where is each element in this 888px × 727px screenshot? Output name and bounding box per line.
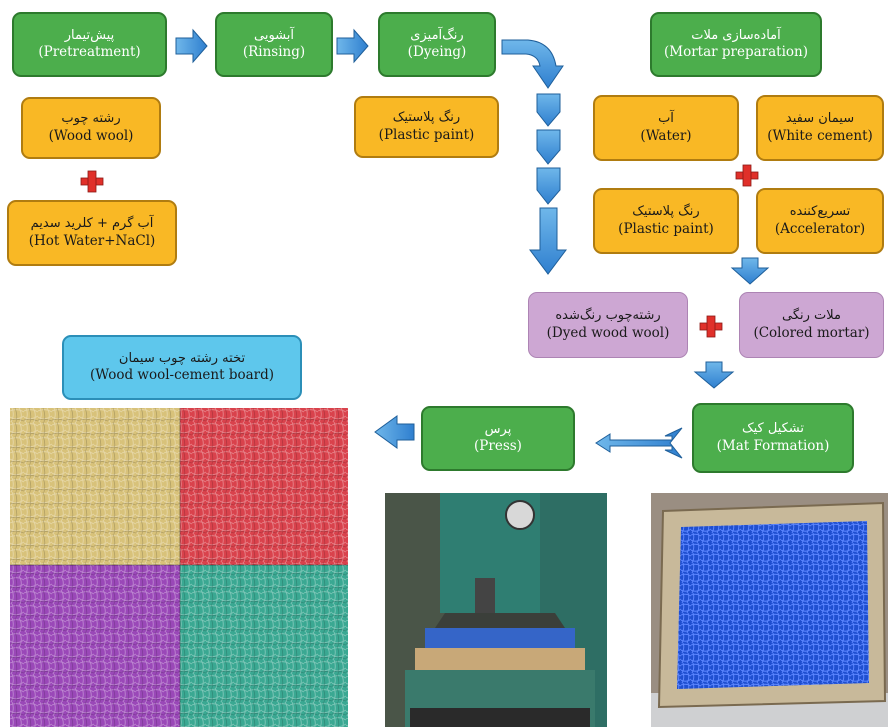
plus-icon-combine <box>699 315 723 338</box>
plastic-paint-dye-label-en: (Plastic paint) <box>378 126 475 143</box>
board-photo-image <box>10 408 348 727</box>
mortar-preparation-box: آماده‌سازی ملات (Mortar preparation) <box>650 12 822 77</box>
dyeing-box: رنگ‌آمیزی (Dyeing) <box>378 12 496 77</box>
pretreatment-label-en: (Pretreatment) <box>38 44 141 61</box>
board-photo <box>10 408 348 727</box>
chevron-down-2 <box>536 129 561 165</box>
chevron-down-3 <box>536 167 561 205</box>
white-cement-label-fa: سیمان سفید <box>785 111 855 127</box>
arrow-down-mat <box>693 361 735 389</box>
arrow-down-main <box>529 207 567 275</box>
mortar-preparation-label-fa: آماده‌سازی ملات <box>691 27 781 43</box>
water-label-fa: آب <box>658 111 674 127</box>
dyeing-label-en: (Dyeing) <box>407 44 467 61</box>
pretreatment-label-fa: پیش‌تیمار <box>64 27 115 43</box>
plastic-paint-mortar-box: رنگ پلاستیک (Plastic paint) <box>593 188 739 254</box>
hot-water-label-en: (Hot Water+NaCl) <box>28 232 156 249</box>
press-label-fa: پرس <box>484 421 512 437</box>
arrow-down-mortar <box>730 257 770 285</box>
plus-icon-mortar <box>735 164 759 187</box>
hot-water-label-fa: آب گرم + کلرید سدیم <box>30 216 154 232</box>
rinsing-label-fa: آبشویی <box>254 27 294 43</box>
wood-wool-cement-board-box: تخته رشته چوب سیمان (Wood wool-cement bo… <box>62 335 302 400</box>
arrow-right-2 <box>336 28 369 64</box>
hot-water-box: آب گرم + کلرید سدیم (Hot Water+NaCl) <box>7 200 177 266</box>
chevron-down-1 <box>536 93 561 127</box>
mortar-preparation-label-en: (Mortar preparation) <box>664 44 808 61</box>
accelerator-label-en: (Accelerator) <box>774 220 866 237</box>
mat-formation-label-en: (Mat Formation) <box>716 437 830 454</box>
arrow-curve-down <box>501 39 564 89</box>
plastic-paint-dye-box: رنگ پلاستیک (Plastic paint) <box>354 96 499 158</box>
mat-photo <box>651 493 888 727</box>
press-box: پرس (Press) <box>421 406 575 471</box>
arrow-right-1 <box>175 28 208 64</box>
pretreatment-box: پیش‌تیمار (Pretreatment) <box>12 12 167 77</box>
plastic-paint-dye-label-fa: رنگ پلاستیک <box>392 110 461 126</box>
dyed-wood-wool-label-fa: رشته‌چوب رنگ‌شده <box>555 308 661 324</box>
white-cement-box: سیمان سفید (White cement) <box>756 95 884 161</box>
rinsing-label-en: (Rinsing) <box>242 44 306 61</box>
accelerator-box: تسریع‌کننده (Accelerator) <box>756 188 884 254</box>
press-photo <box>385 493 607 727</box>
press-photo-image <box>385 493 607 727</box>
arrow-left-press <box>595 427 683 459</box>
wood-wool-label-fa: رشته چوب <box>61 111 121 127</box>
plus-icon-wood <box>80 170 104 193</box>
water-label-en: (Water) <box>640 127 692 144</box>
wood-wool-label-en: (Wood wool) <box>48 127 134 144</box>
wood-wool-box: رشته چوب (Wood wool) <box>21 97 161 159</box>
white-cement-label-en: (White cement) <box>767 127 873 144</box>
accelerator-label-fa: تسریع‌کننده <box>789 204 851 220</box>
dyeing-label-fa: رنگ‌آمیزی <box>410 27 464 43</box>
mat-formation-box: تشکیل کیک (Mat Formation) <box>692 403 854 473</box>
arrow-left-board <box>374 415 415 449</box>
rinsing-box: آبشویی (Rinsing) <box>215 12 333 77</box>
board-label-en: (Wood wool-cement board) <box>89 367 275 384</box>
colored-mortar-label-en: (Colored mortar) <box>753 324 870 341</box>
plastic-paint-mortar-label-en: (Plastic paint) <box>618 220 714 237</box>
press-label-en: (Press) <box>474 438 522 455</box>
dyed-wood-wool-box: رشته‌چوب رنگ‌شده (Dyed wood wool) <box>528 292 688 358</box>
dyed-wood-wool-label-en: (Dyed wood wool) <box>546 324 670 341</box>
mat-photo-image <box>651 493 888 727</box>
water-box: آب (Water) <box>593 95 739 161</box>
plastic-paint-mortar-label-fa: رنگ پلاستیک <box>632 204 700 220</box>
board-label-fa: تخته رشته چوب سیمان <box>118 350 246 366</box>
mat-formation-label-fa: تشکیل کیک <box>741 421 805 437</box>
colored-mortar-label-fa: ملات رنگی <box>781 308 841 324</box>
colored-mortar-box: ملات رنگی (Colored mortar) <box>739 292 884 358</box>
